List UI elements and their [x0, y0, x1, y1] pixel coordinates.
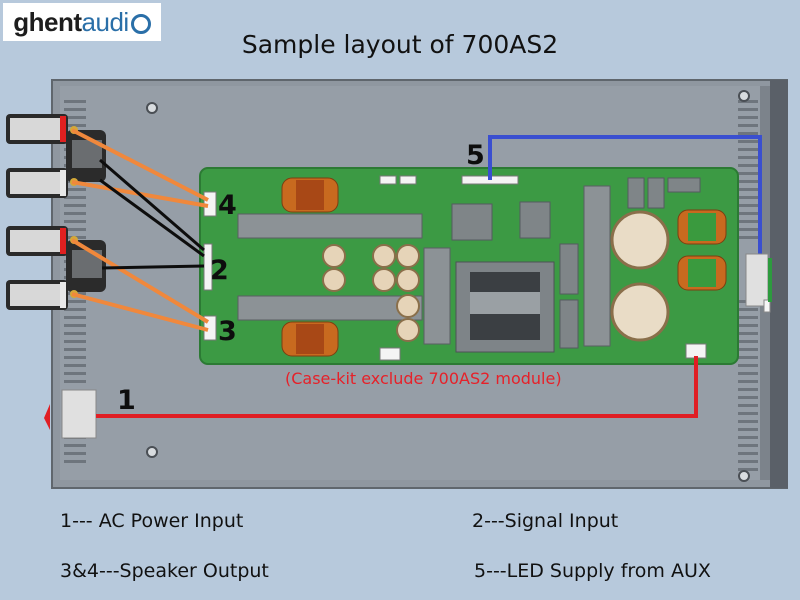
ac-power-inlet [61, 389, 97, 439]
marker-2: 2 [210, 255, 229, 286]
logo-ring-icon [130, 14, 151, 34]
marker-5: 5 [466, 140, 485, 171]
marker-3: 3 [218, 316, 237, 347]
heatsink-lower [237, 295, 423, 321]
legend-led-supply: 5---LED Supply from AUX [474, 560, 711, 582]
logo-text-audio: audi [81, 6, 130, 37]
large-capacitor-top [610, 210, 670, 270]
case-kit-note: (Case-kit exclude 700AS2 module) [285, 369, 562, 388]
right-vents [738, 100, 758, 471]
heatsink-center-left [423, 247, 451, 345]
led-supply-wire [488, 135, 762, 306]
marker-4: 4 [218, 190, 237, 221]
large-capacitor-bottom [610, 282, 670, 342]
legend-signal-input: 2---Signal Input [472, 510, 619, 532]
heatsink-upper [237, 213, 423, 239]
marker-1: 1 [117, 385, 136, 416]
led-connector [745, 253, 769, 307]
diagram-title: Sample layout of 700AS2 [241, 30, 559, 59]
logo-text-ghent: ghent [13, 6, 82, 37]
case-right-edge [770, 80, 788, 488]
board-chips [451, 177, 701, 349]
legend-ac-power: 1--- AC Power Input [60, 510, 244, 532]
power-wire [96, 356, 698, 418]
heatsink-right [583, 185, 611, 347]
capacitor-group [322, 244, 420, 342]
legend-speaker-output: 3&4---Speaker Output [60, 560, 269, 582]
signal-wires [99, 158, 205, 270]
